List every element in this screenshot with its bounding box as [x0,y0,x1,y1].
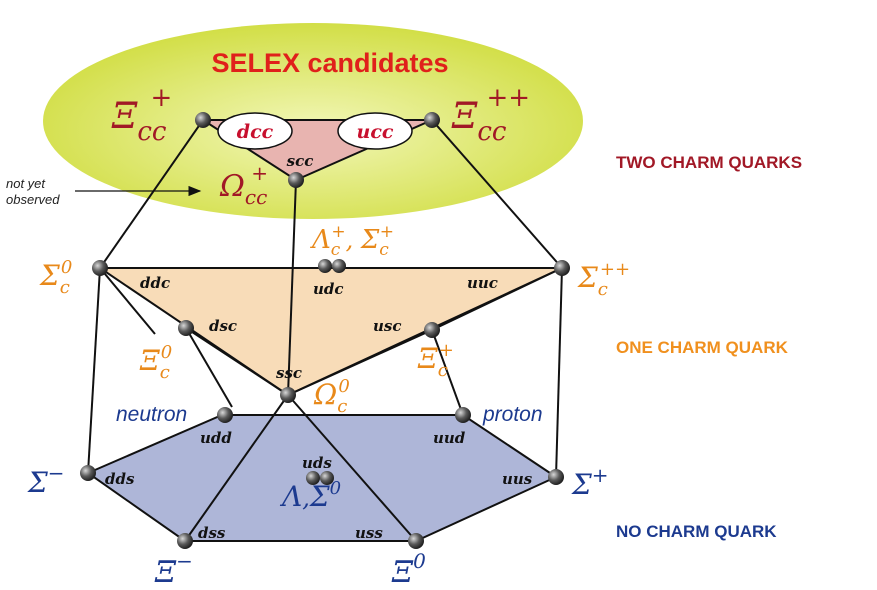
quark-uss: uss [355,524,383,542]
node-udc-a [318,259,332,273]
node-sigma-c-plusplus [554,260,570,276]
quark-dcc: dcc [237,121,274,143]
node-sigma-plus [548,469,564,485]
label-neutron: neutron [116,403,187,426]
node-uds-b [320,471,334,485]
selex-title: SELEX candidates [211,48,448,78]
node-uds-a [306,471,320,485]
label-sigma-c-plusplus: Σc++ [577,259,630,300]
label-lambda-sigma-0: Λ,Σ0 [279,478,341,513]
quark-ddc: ddc [140,274,170,292]
label-omega-cc: Ωcc+ [219,161,268,209]
quark-uus: uus [502,470,533,488]
label-sigma-minus: Σ− [27,461,65,499]
node-ssc [280,387,296,403]
label-sigma-c-0: Σc0 [39,257,72,298]
quark-dsc: dsc [209,317,237,335]
node-proton [455,407,471,423]
diagram-edges [87,119,563,542]
quark-scc: scc [287,152,314,170]
node-xi-zero [408,533,424,549]
label-lambda-sigma-c-plus: Λc+, Σc+ [310,222,394,260]
section-two-charm: TWO CHARM QUARKS [616,153,802,172]
label-proton: proton [482,403,543,426]
quark-uud: uud [433,429,466,447]
label-xi-c-0: Ξc0 [139,342,172,383]
label-xi-zero: Ξ0 [391,549,426,590]
nodes [80,112,570,549]
node-omega-cc [288,172,304,188]
node-xi-cc-plusplus [424,112,440,128]
node-sigma-c-0 [92,260,108,276]
section-no-charm: NO CHARM QUARK [616,522,777,541]
label-xi-minus: Ξ− [154,549,193,590]
note-line-2: observed [6,192,60,207]
node-xi-minus [177,533,193,549]
node-usc [424,322,440,338]
label-xi-c-plus: Ξc+ [417,340,454,381]
node-sigma-minus [80,465,96,481]
section-one-charm: ONE CHARM QUARK [616,338,789,357]
dcc-oval [217,112,293,150]
ucc-oval [337,112,413,150]
quark-udc: udc [313,280,344,298]
quark-ssc: ssc [276,364,302,382]
label-xi-cc-plus: Ξcc+ [111,83,172,147]
quark-dds: dds [105,470,135,488]
label-sigma-plus: Σ+ [571,463,609,501]
quark-dss: dss [198,524,226,542]
label-omega-c-0: Ωc0 [313,376,350,417]
node-neutron [217,407,233,423]
quark-udd: udd [200,429,232,447]
quark-usc: usc [373,317,401,335]
quark-uuc: uuc [467,274,498,292]
node-udc-b [332,259,346,273]
node-dsc [178,320,194,336]
node-xi-cc-plus [195,112,211,128]
note-line-1: not yet [6,176,46,191]
quark-ucc: ucc [357,121,394,143]
quark-uds: uds [302,454,332,472]
label-xi-cc-plusplus: Ξcc++ [451,83,530,147]
